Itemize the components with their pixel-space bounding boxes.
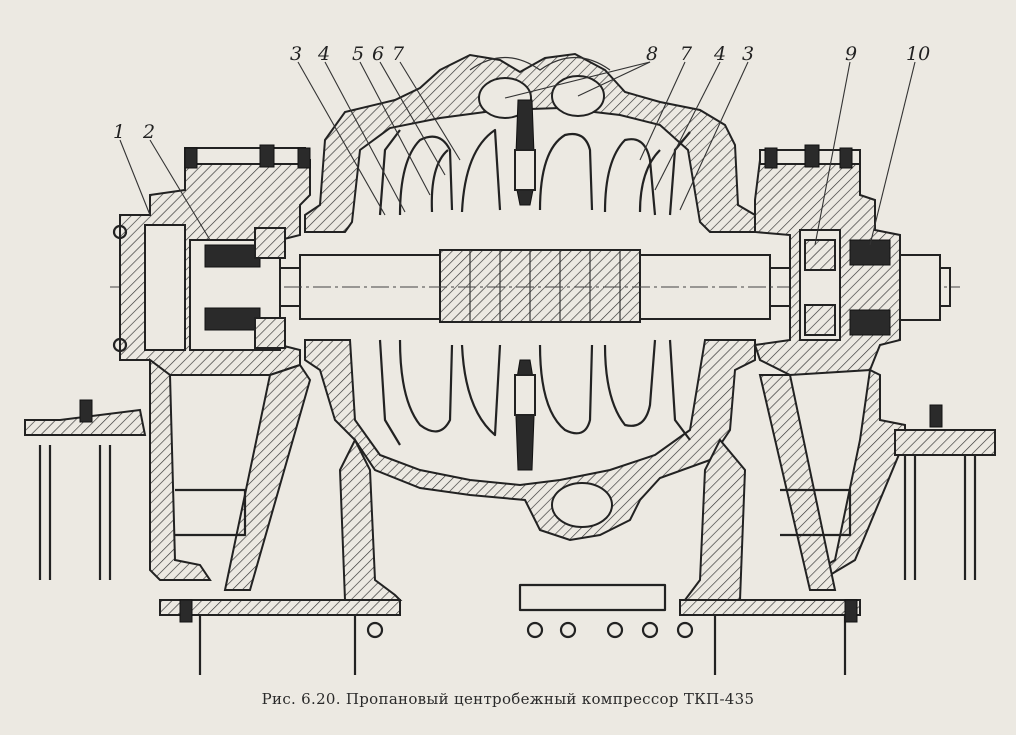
right-support: [679, 368, 996, 675]
callout-10: 10: [906, 43, 930, 65]
centre-support: [338, 437, 747, 639]
callout-2: 2: [142, 121, 155, 143]
left-bearing-housing: [112, 147, 311, 376]
callout-6: 6: [372, 43, 384, 65]
figure-caption: Рис. 6.20. Пропановый центробежный компр…: [261, 690, 755, 708]
callout-4-left: 4: [317, 43, 330, 65]
callout-labels: 1 2 3 4 5 6 7 8 7 4 3 9 10: [113, 43, 930, 143]
leader-lines: [119, 61, 916, 246]
left-support: [24, 358, 401, 675]
callout-3-right: 3: [742, 43, 754, 65]
callout-8: 8: [646, 43, 658, 65]
callout-5: 5: [352, 43, 364, 65]
right-bearing-housing: [753, 149, 941, 377]
callout-3-left: 3: [290, 43, 302, 65]
callout-9: 9: [845, 43, 857, 65]
impeller-stack-lower: [378, 339, 691, 471]
callout-7-left: 7: [392, 43, 405, 65]
bolts: [79, 144, 943, 623]
callout-4-right: 4: [713, 43, 726, 65]
lower-casing: [304, 339, 756, 542]
callout-1: 1: [113, 121, 125, 143]
impeller-stack-upper: [378, 99, 691, 216]
callout-7-right: 7: [680, 43, 693, 65]
